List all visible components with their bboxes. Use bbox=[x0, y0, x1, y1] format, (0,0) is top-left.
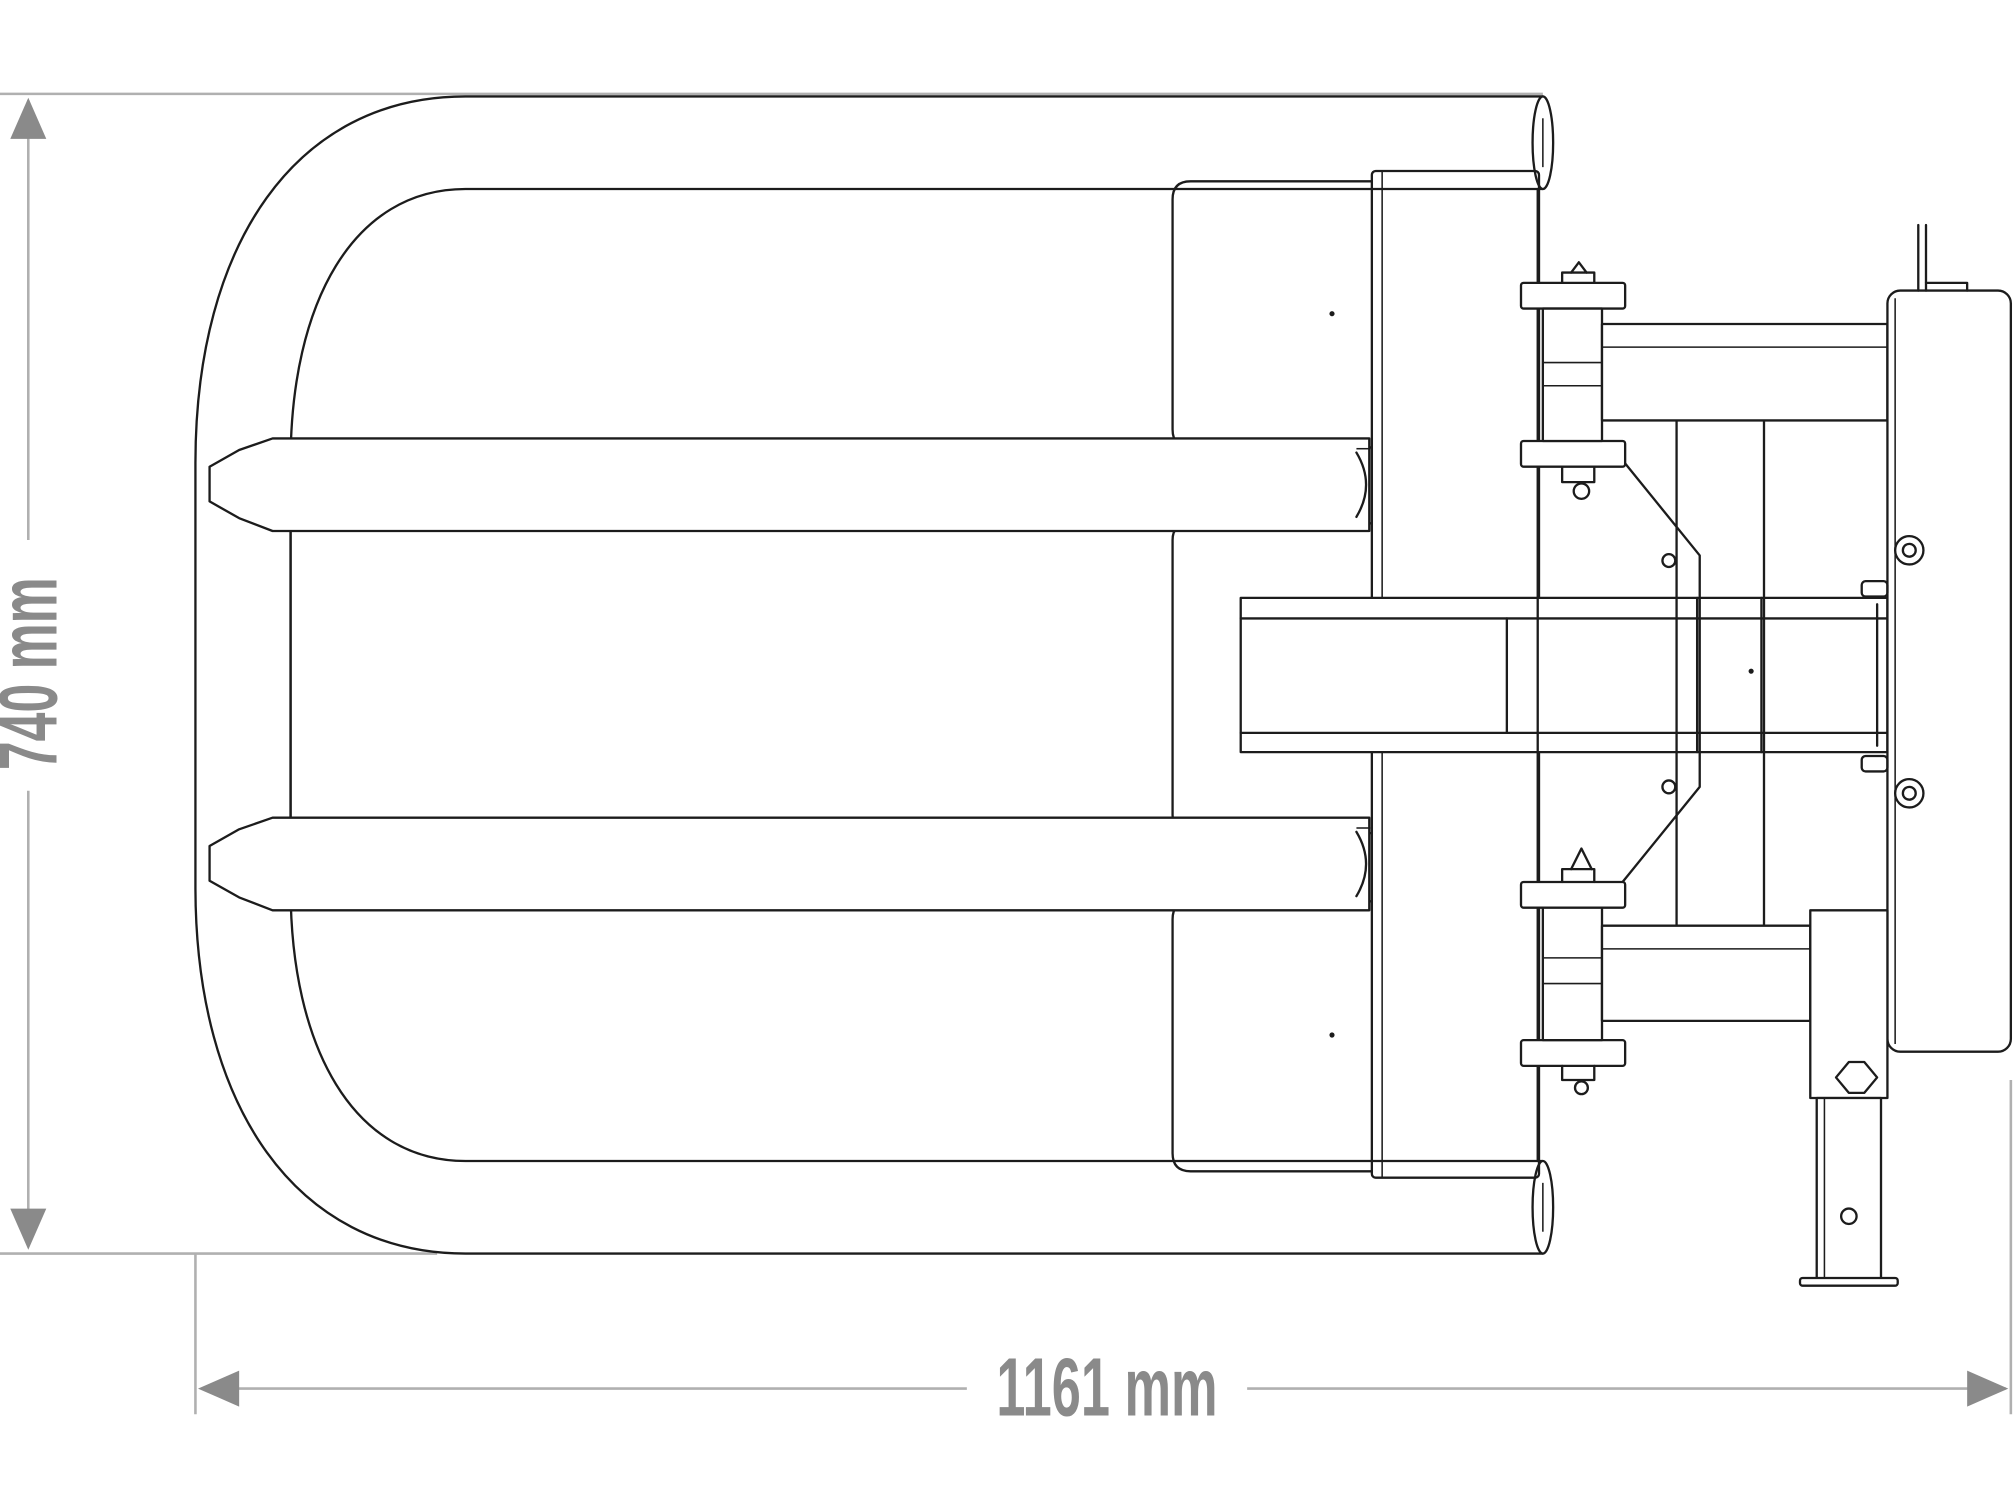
lower-pad bbox=[1171, 900, 1374, 1173]
width-dimension-label: 1161 mm bbox=[996, 1343, 1217, 1434]
back-pad bbox=[1860, 223, 2013, 1053]
hex-bolt bbox=[1834, 1060, 1879, 1095]
width-arrow-left bbox=[198, 1370, 240, 1407]
height-arrow-bottom bbox=[10, 1208, 47, 1250]
leg-roller-lower bbox=[208, 816, 1371, 912]
leg-roller-upper bbox=[208, 437, 1371, 533]
upper-arm-tube bbox=[1600, 322, 1889, 422]
height-dimension-label: 740 mm bbox=[0, 577, 75, 770]
width-arrow-right bbox=[1967, 1370, 2009, 1407]
adjustment-post bbox=[1798, 909, 1899, 1287]
mounting-bracket bbox=[1621, 419, 1766, 927]
upper-hinge bbox=[1519, 261, 1627, 501]
height-arrow-top bbox=[10, 97, 47, 139]
lower-arm-tube bbox=[1600, 924, 1812, 1023]
height-dimension: 740 mm bbox=[0, 92, 1543, 1255]
lower-hinge bbox=[1519, 847, 1627, 1096]
width-dimension: 1161 mm bbox=[194, 1080, 2013, 1434]
central-rail bbox=[1239, 596, 1889, 754]
